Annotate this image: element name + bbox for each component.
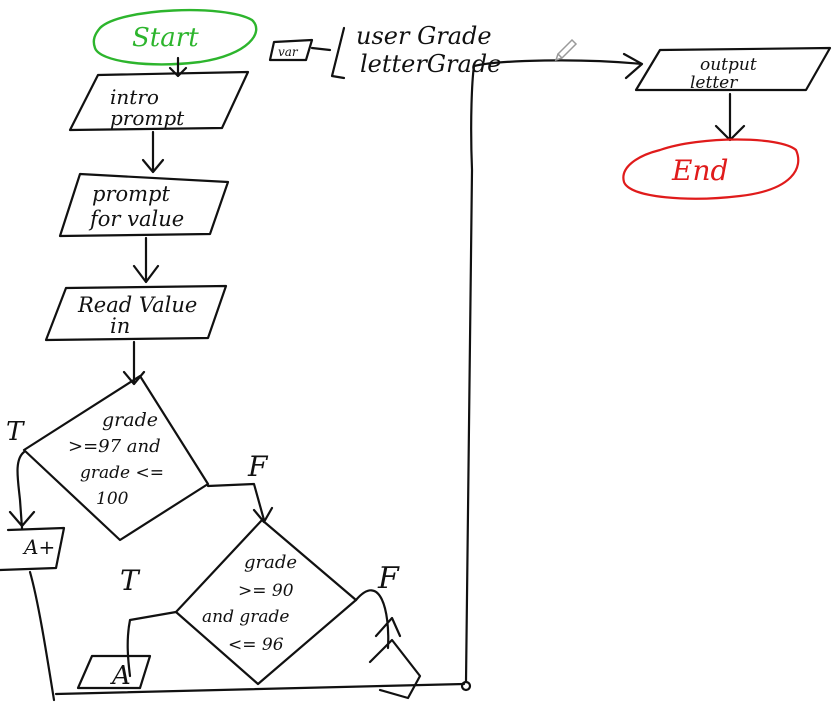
variables-box: user Grade letterGrade [330,22,501,80]
line-aplus-down [28,570,56,702]
arrow-decision1-true [8,450,36,530]
decision-2-line1: grade [244,552,297,573]
result-a-box: A [76,654,152,691]
intro-prompt-line1: intro [110,85,159,109]
start-oval [92,8,258,66]
result-aplus-label: A+ [22,535,55,559]
decision-2-line4: <= 96 [228,635,284,655]
prompt-value-box: prompt for value [58,172,230,238]
connector-node [460,680,472,692]
decision-2-diamond: grade >= 90 and grade <= 96 [174,518,358,686]
result-aplus-box: A+ [0,526,66,572]
read-value-line2: in [110,314,130,338]
var-label: var [278,45,299,59]
decision-1-diamond: grade >=97 and grade <= 100 [22,374,210,542]
decision-2-line3: and grade [202,607,289,627]
end-label: End [671,154,728,187]
var-declaration: var [268,38,332,62]
prompt-value-line1: prompt [92,182,170,206]
end-oval [622,138,800,200]
decision-2-line2: >= 90 [238,581,294,601]
result-a-label: A [110,661,131,691]
decision-2-true-label: T [120,564,141,597]
end-terminal: End [622,138,800,200]
intro-prompt-line2: prompt [110,106,185,130]
arrow-decision2-true [126,610,178,678]
read-value-box: Read Value in [44,284,228,342]
decision-1-line2: >=97 and [68,436,161,457]
decision-1-line4: 100 [96,489,129,509]
output-letter-box: output letter [634,46,832,93]
output-line1: output [700,55,757,75]
decision-1-false-label: F [247,450,269,483]
arrow-decision2-false [354,589,402,650]
variables-line2: letterGrade [360,50,501,78]
decision-2-false-box [368,638,422,700]
arrow-decision1-false [206,482,274,524]
vertical-return-line [464,52,644,684]
decision-2-false-label: F [377,561,400,596]
start-label: Start [132,23,199,53]
decision-1-true-label: T [6,417,25,447]
read-value-line1: Read Value [77,293,197,317]
pencil-icon[interactable] [554,38,578,62]
variables-line1: user Grade [356,22,492,50]
start-terminal: Start [92,8,258,66]
decision-1-line3: grade <= [80,463,164,483]
bottom-connector-line [54,682,466,696]
prompt-value-line2: for value [88,207,184,231]
decision-1-line1: grade [102,409,158,431]
arrow-intro-to-prompt [141,130,165,174]
output-line2: letter [690,73,738,93]
arrow-prompt-to-read [132,236,160,284]
arrow-output-to-end [714,92,746,142]
intro-prompt-box: intro prompt [68,70,250,132]
